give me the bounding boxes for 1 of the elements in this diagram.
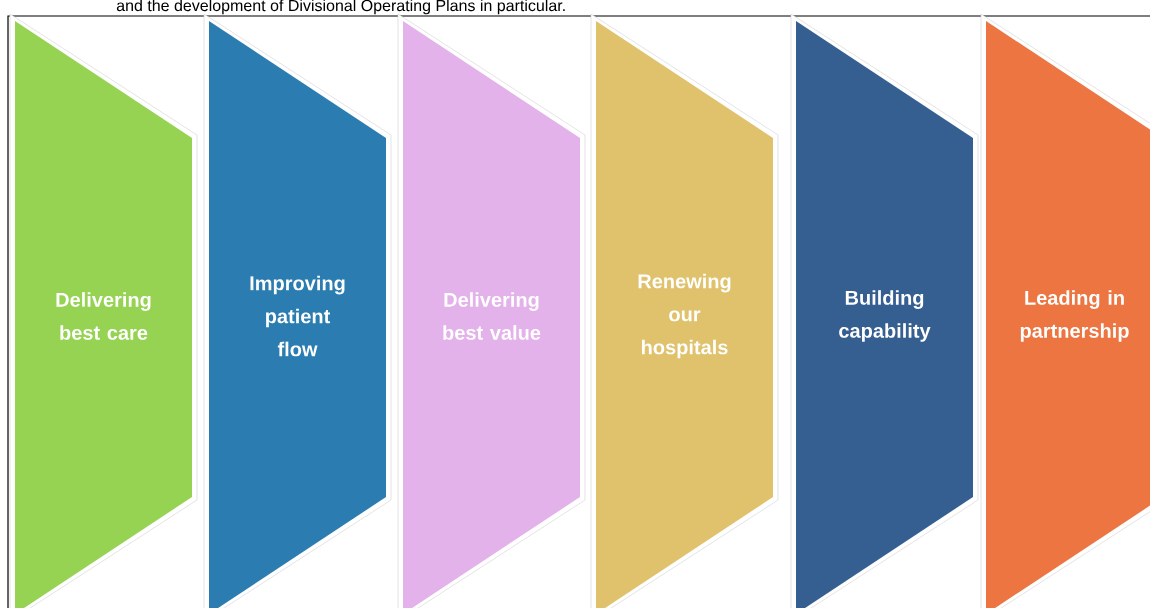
heading-text: and the development of Divisional Operating Plans in particular. — [116, 0, 565, 15]
